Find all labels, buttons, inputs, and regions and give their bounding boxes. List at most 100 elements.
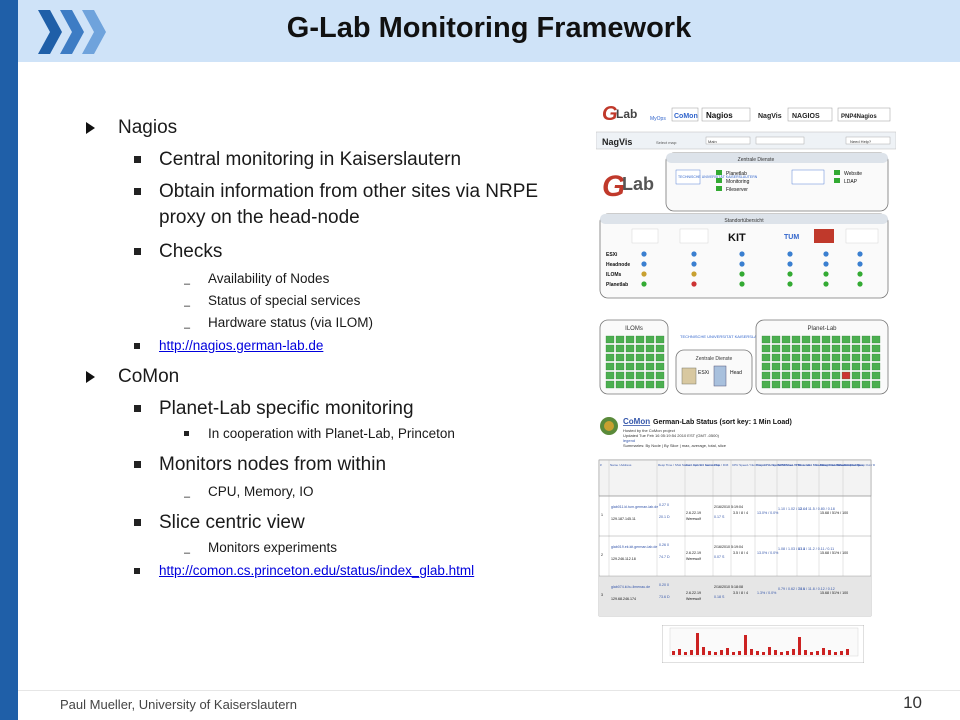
graph-spike: [786, 651, 789, 655]
comon-column-header: CPU Speed / Num Cores / Cores Per CPU: [732, 463, 789, 467]
bullet-planetlab-monitoring: Planet-Lab specific monitoring: [86, 396, 596, 422]
ilom-status-icon: [645, 353, 655, 362]
comon-table-cell: Werewolf: [686, 557, 701, 561]
ilom-status-icon: [655, 335, 665, 344]
planetlab-status-icon: [861, 353, 871, 362]
svg-text:NagVis: NagVis: [602, 137, 632, 147]
comon-table-cell: 15.68 / 51% / 100: [820, 511, 848, 515]
comon-screenshot: CoMon German-Lab Status (sort key: 1 Min…: [597, 412, 875, 622]
planetlab-status-icon: [871, 344, 881, 353]
comon-column-header: Swap In / Swap Out / Disk In / Disk Out: [844, 463, 875, 467]
planetlab-status-icon: [831, 371, 841, 380]
svg-text:Select map:: Select map:: [656, 140, 677, 145]
planetlab-status-icon: [801, 344, 811, 353]
ilom-status-icon: [645, 371, 655, 380]
load-graph-thumbnail: [662, 625, 864, 663]
comon-table-cell: 0.26 0: [659, 543, 669, 547]
square-bullet-icon: [134, 343, 140, 349]
ilom-status-icon: [655, 362, 665, 371]
svg-text:Monitoring: Monitoring: [726, 179, 750, 185]
bullet-monitors-nodes: Monitors nodes from within: [86, 452, 596, 478]
dash-bullet-icon: –: [184, 322, 191, 334]
planetlab-status-icon: [811, 353, 821, 362]
svg-text:legend: legend: [623, 438, 635, 443]
ilom-status-icon: [605, 335, 615, 344]
comon-table-cell: 1.3% / 0.0%: [757, 591, 777, 595]
planetlab-status-icon: [801, 371, 811, 380]
comon-table-cell: Werewolf: [686, 517, 701, 521]
subitem-hardware-status: – Hardware status (via ILOM): [86, 313, 596, 334]
graph-spike: [810, 652, 813, 655]
comon-table-cell: 2/16/2010 5:18:08: [714, 585, 743, 589]
nagios-link[interactable]: http://nagios.german-lab.de: [159, 338, 324, 353]
graph-spike: [816, 651, 819, 655]
dash-bullet-icon: –: [184, 491, 191, 503]
bullet-comon: CoMon: [86, 364, 596, 390]
planetlab-status-icon: [831, 335, 841, 344]
ilom-status-icon: [625, 362, 635, 371]
ilom-status-icon: [615, 335, 625, 344]
planetlab-status-icon: [841, 362, 851, 371]
comon-column-header: Resp Time / SSH Status / Uptime / Last C…: [658, 463, 720, 467]
planetlab-status-icon: [771, 362, 781, 371]
planetlab-status-icon: [821, 353, 831, 362]
graph-spike: [744, 635, 747, 655]
svg-text:Head: Head: [730, 370, 742, 376]
nagios-link-row: http://nagios.german-lab.de: [86, 336, 596, 356]
planetlab-status-icon: [771, 371, 781, 380]
planetlab-status-icon: [831, 362, 841, 371]
svg-text:Hosted by the CoMon project: Hosted by the CoMon project: [623, 428, 676, 433]
svg-text:ILOMs: ILOMs: [606, 272, 621, 278]
square-bullet-icon: [134, 519, 141, 526]
svg-text:TUM: TUM: [784, 234, 799, 241]
footer-author: Paul Mueller, University of Kaiserslaute…: [60, 697, 297, 712]
comon-column-header: Name / Address: [610, 463, 632, 467]
svg-text:G: G: [602, 170, 625, 203]
status-dot-icon: [823, 271, 829, 277]
svg-text:Planetlab: Planetlab: [606, 282, 628, 288]
square-bullet-icon: [184, 431, 189, 436]
ilom-status-icon: [655, 344, 665, 353]
graph-spike: [714, 652, 717, 655]
svg-text:MyOps: MyOps: [650, 116, 666, 122]
dash-bullet-icon: –: [184, 278, 191, 290]
planetlab-status-icon: [761, 353, 771, 362]
planetlab-status-icon: [851, 380, 861, 389]
status-dot-icon: [739, 251, 745, 257]
page-number: 10: [903, 693, 922, 712]
ilom-status-icon: [645, 335, 655, 344]
comon-column-header: Mem Size / Mem Act / Free Mem: [820, 463, 864, 467]
ilom-status-icon: [615, 380, 625, 389]
planetlab-status-icon: [811, 344, 821, 353]
planetlab-status-icon: [791, 344, 801, 353]
graph-spike: [822, 648, 825, 655]
svg-text:Lab: Lab: [622, 174, 654, 194]
planetlab-status-icon: [871, 380, 881, 389]
graph-spike: [708, 651, 711, 655]
ilom-status-icon: [645, 380, 655, 389]
planetlab-status-icon: [821, 371, 831, 380]
triangle-bullet-icon: [86, 371, 95, 383]
graph-spike: [732, 652, 735, 655]
comon-table-cell: glab011.kl.tum.german-lab.de: [611, 505, 658, 509]
ilom-status-icon: [605, 353, 615, 362]
comon-table-cell: 3.5 / 8 / 4: [733, 591, 748, 595]
graph-spike: [684, 652, 687, 655]
svg-text:Lab: Lab: [616, 107, 637, 121]
planetlab-status-icon: [801, 353, 811, 362]
left-accent-bar: [0, 0, 18, 720]
status-dot-icon: [641, 251, 647, 257]
graph-spike: [792, 649, 795, 655]
comon-table-cell: 2.6.22.19: [686, 591, 701, 595]
status-dot-icon: [641, 281, 647, 287]
bullet-checks: Checks: [86, 239, 596, 265]
status-dot-icon: [787, 281, 793, 287]
bullet-nagios: Nagios: [86, 115, 596, 141]
planetlab-status-icon: [871, 371, 881, 380]
comon-link[interactable]: http://comon.cs.princeton.edu/status/ind…: [159, 563, 475, 578]
comon-table-cell: 2/16/2010 5:19:04: [714, 545, 743, 549]
graph-spike: [774, 650, 777, 655]
svg-text:Nagios: Nagios: [706, 111, 733, 120]
ilom-status-icon: [625, 353, 635, 362]
planetlab-status-icon: [861, 371, 871, 380]
